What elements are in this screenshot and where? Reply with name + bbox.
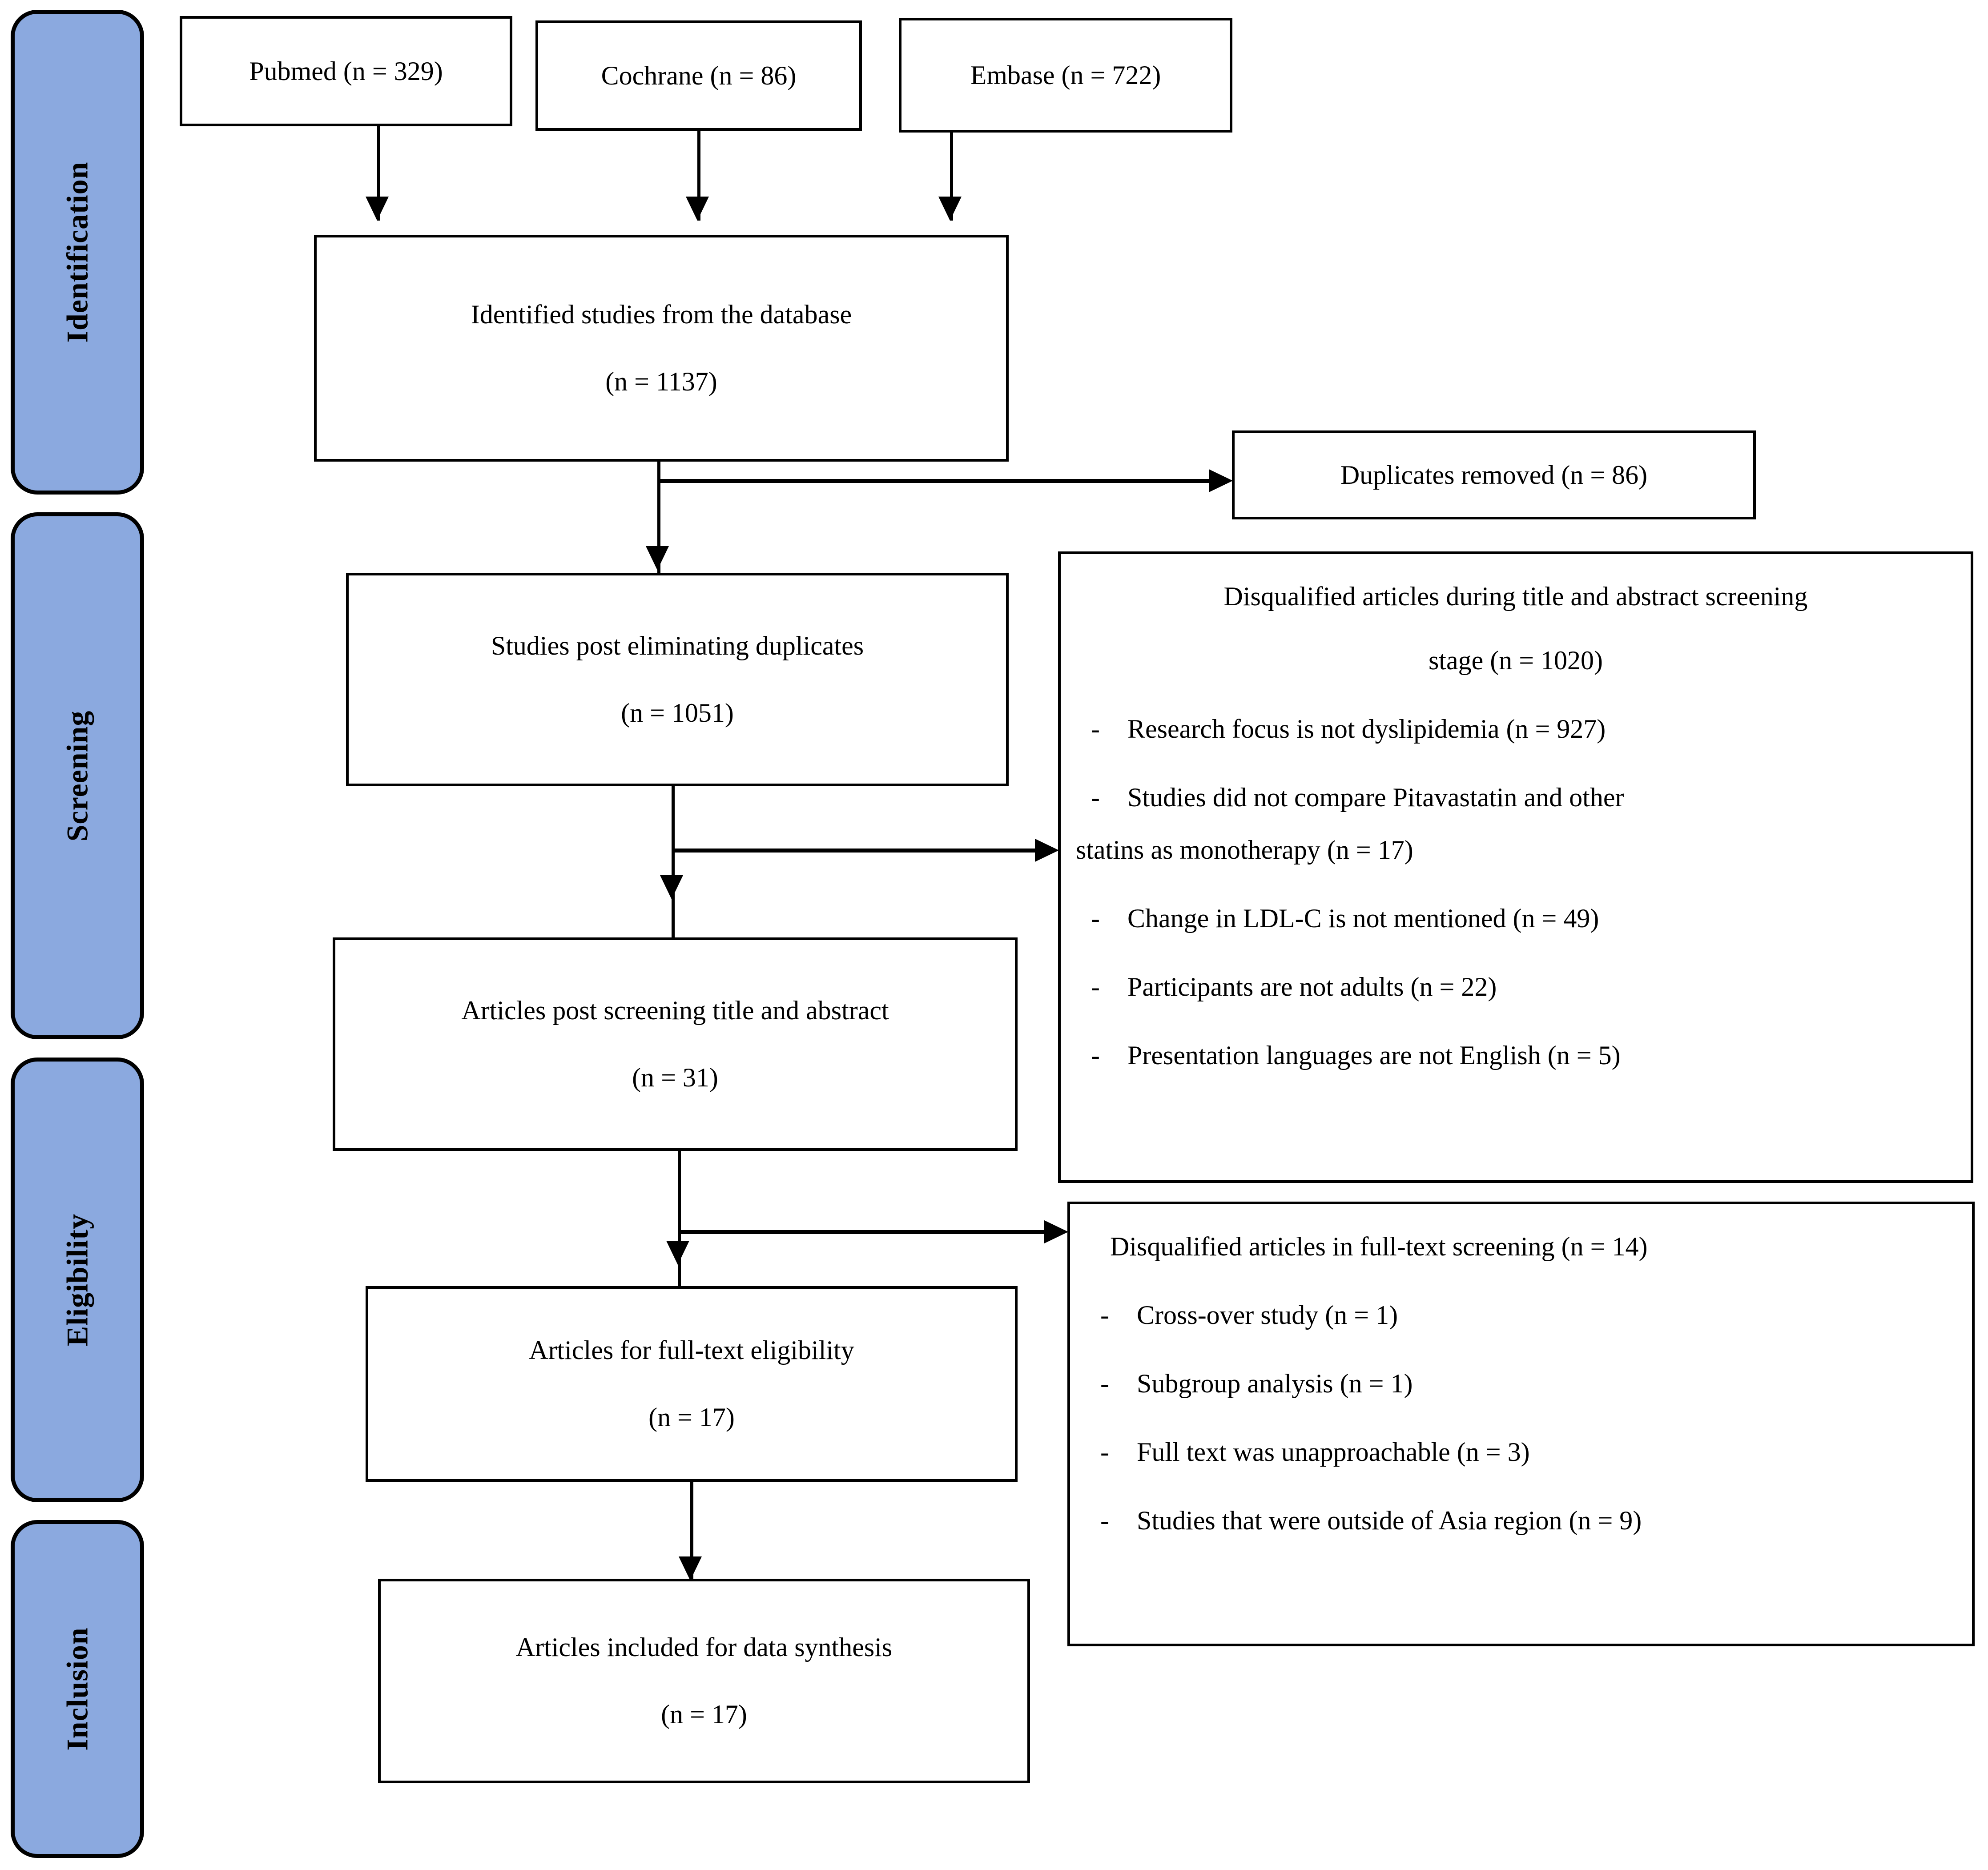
exclusion-title-abstract-line1: Disqualified articles during title and a…	[1223, 582, 1808, 611]
bullet-dash-icon: -	[1100, 1300, 1109, 1330]
exclusion-reason-text: Participants are not adults (n = 22)	[1127, 972, 1497, 1001]
stage-pill-identification: Identification	[11, 10, 144, 495]
connector-identified-to-duplicates-removed	[657, 479, 1220, 483]
exclusion-panel-full-text: Disqualified articles in full-text scree…	[1067, 1202, 1975, 1646]
exclusion-reason-list-full-text: - Cross-over study (n = 1) - Subgroup an…	[1085, 1298, 1957, 1538]
exclusion-reason-text: Studies did not compare Pitavastatin and…	[1127, 783, 1624, 812]
arrowhead-post-duplicates-to-excluded-title-abstract	[1035, 839, 1059, 862]
flow-box-full-text-eligibility: Articles for full-text eligibility (n = …	[366, 1286, 1018, 1482]
exclusion-title-abstract-line2: stage (n = 1020)	[1428, 646, 1603, 675]
flow-box-post-title-abstract-count: (n = 31)	[632, 1063, 718, 1092]
list-item: - Participants are not adults (n = 22)	[1076, 969, 1956, 1004]
exclusion-reason-text: Studies that were outside of Asia region…	[1137, 1506, 1642, 1535]
list-item: - Studies that were outside of Asia regi…	[1085, 1503, 1957, 1538]
arrowhead-cochrane-to-identified	[686, 197, 709, 221]
flow-box-post-title-abstract: Articles post screening title and abstra…	[333, 937, 1018, 1151]
exclusion-panel-title-abstract-heading: Disqualified articles during title and a…	[1076, 579, 1956, 678]
connector-post-duplicates-to-post-title-abstract	[672, 786, 675, 943]
exclusion-reason-text: Full text was unapproachable (n = 3)	[1137, 1437, 1530, 1467]
exclusion-reason-text: Presentation languages are not English (…	[1127, 1041, 1621, 1070]
bullet-dash-icon: -	[1091, 1041, 1100, 1070]
arrowhead-identified-to-duplicates-removed	[1209, 469, 1233, 492]
stage-label-inclusion: Inclusion	[60, 1627, 94, 1751]
arrowhead-full-text-eligibility-to-included	[679, 1556, 702, 1580]
connector-pubmed-to-identified	[377, 126, 380, 221]
connector-post-duplicates-to-excluded-title-abstract	[672, 849, 1045, 853]
exclusion-panel-full-text-heading: Disqualified articles in full-text scree…	[1085, 1229, 1957, 1264]
stage-pill-screening: Screening	[11, 512, 144, 1039]
stage-pill-eligibility: Eligibility	[11, 1058, 144, 1502]
exclusion-reason-text: Change in LDL-C is not mentioned (n = 49…	[1127, 904, 1599, 933]
exclusion-reason-text: Research focus is not dyslipidemia (n = …	[1127, 714, 1606, 744]
list-item: - Subgroup analysis (n = 1)	[1085, 1366, 1957, 1401]
list-item: - Full text was unapproachable (n = 3)	[1085, 1435, 1957, 1469]
flow-box-full-text-eligibility-count: (n = 17)	[648, 1403, 735, 1432]
exclusion-reason-wrap: statins as monotherapy (n = 17)	[1076, 832, 1956, 867]
list-item: - Change in LDL-C is not mentioned (n = …	[1076, 901, 1956, 936]
exclusion-reason-text: Cross-over study (n = 1)	[1137, 1300, 1398, 1330]
stage-pill-inclusion: Inclusion	[11, 1520, 144, 1858]
bullet-dash-icon: -	[1091, 904, 1100, 933]
list-item: - Studies did not compare Pitavastatin a…	[1076, 780, 1956, 815]
list-item: - Research focus is not dyslipidemia (n …	[1076, 712, 1956, 746]
list-item: - Presentation languages are not English…	[1076, 1038, 1956, 1073]
flow-box-post-duplicates-line1: Studies post eliminating duplicates	[491, 631, 864, 661]
flow-box-identified-line1: Identified studies from the database	[471, 300, 852, 330]
flow-box-post-title-abstract-line1: Articles post screening title and abstra…	[461, 996, 889, 1025]
bullet-dash-icon: -	[1100, 1437, 1109, 1467]
flow-box-identified-studies: Identified studies from the database (n …	[314, 235, 1009, 462]
bullet-dash-icon: -	[1100, 1369, 1109, 1398]
list-item: - Cross-over study (n = 1)	[1085, 1298, 1957, 1332]
source-label-pubmed: Pubmed (n = 329)	[249, 56, 443, 86]
arrowhead-post-duplicates-to-post-title-abstract	[660, 875, 683, 899]
flow-box-identified-count: (n = 1137)	[605, 367, 717, 396]
bullet-dash-icon: -	[1091, 714, 1100, 744]
connector-identified-to-post-duplicates	[657, 462, 660, 614]
exclusion-reason-text: Subgroup analysis (n = 1)	[1137, 1369, 1413, 1398]
exclusion-reason-list-title-abstract: - Research focus is not dyslipidemia (n …	[1076, 712, 1956, 1073]
exclusion-full-text-line1: Disqualified articles in full-text scree…	[1110, 1232, 1648, 1261]
flow-box-included-synthesis-line1: Articles included for data synthesis	[515, 1633, 893, 1662]
flow-box-full-text-eligibility-line1: Articles for full-text eligibility	[529, 1335, 854, 1365]
exclusion-label-duplicates-removed: Duplicates removed (n = 86)	[1340, 460, 1648, 490]
flow-box-included-synthesis-count: (n = 17)	[661, 1700, 747, 1729]
stage-label-eligibility: Eligibility	[60, 1213, 94, 1347]
flow-box-post-duplicates: Studies post eliminating duplicates (n =…	[346, 573, 1009, 786]
source-box-pubmed: Pubmed (n = 329)	[180, 16, 512, 126]
stage-label-identification: Identification	[60, 161, 94, 343]
exclusion-panel-title-abstract: Disqualified articles during title and a…	[1058, 551, 1973, 1183]
arrowhead-identified-to-post-duplicates	[646, 546, 669, 570]
connector-full-text-eligibility-to-included	[690, 1482, 693, 1583]
arrowhead-embase-to-identified	[938, 197, 962, 221]
source-label-embase: Embase (n = 722)	[970, 60, 1161, 90]
flow-box-post-duplicates-count: (n = 1051)	[621, 698, 734, 728]
flow-box-included-synthesis: Articles included for data synthesis (n …	[378, 1579, 1030, 1783]
exclusion-reason-text-wrap: statins as monotherapy (n = 17)	[1076, 835, 1413, 865]
connector-cochrane-to-identified	[697, 131, 700, 221]
stage-label-screening: Screening	[60, 710, 94, 841]
source-box-embase: Embase (n = 722)	[899, 18, 1232, 133]
bullet-dash-icon: -	[1091, 783, 1100, 812]
connector-post-title-abstract-to-full-text-eligibility	[678, 1151, 681, 1307]
arrowhead-post-title-abstract-to-excluded-full-text	[1044, 1220, 1068, 1243]
connector-embase-to-identified	[950, 133, 953, 221]
connector-post-title-abstract-to-excluded-full-text	[678, 1230, 1058, 1234]
arrowhead-post-title-abstract-to-full-text-eligibility	[666, 1241, 689, 1265]
exclusion-box-duplicates-removed: Duplicates removed (n = 86)	[1232, 430, 1756, 519]
bullet-dash-icon: -	[1091, 972, 1100, 1001]
bullet-dash-icon: -	[1100, 1506, 1109, 1535]
arrowhead-pubmed-to-identified	[366, 197, 389, 221]
source-label-cochrane: Cochrane (n = 86)	[601, 60, 797, 90]
source-box-cochrane: Cochrane (n = 86)	[535, 20, 862, 131]
